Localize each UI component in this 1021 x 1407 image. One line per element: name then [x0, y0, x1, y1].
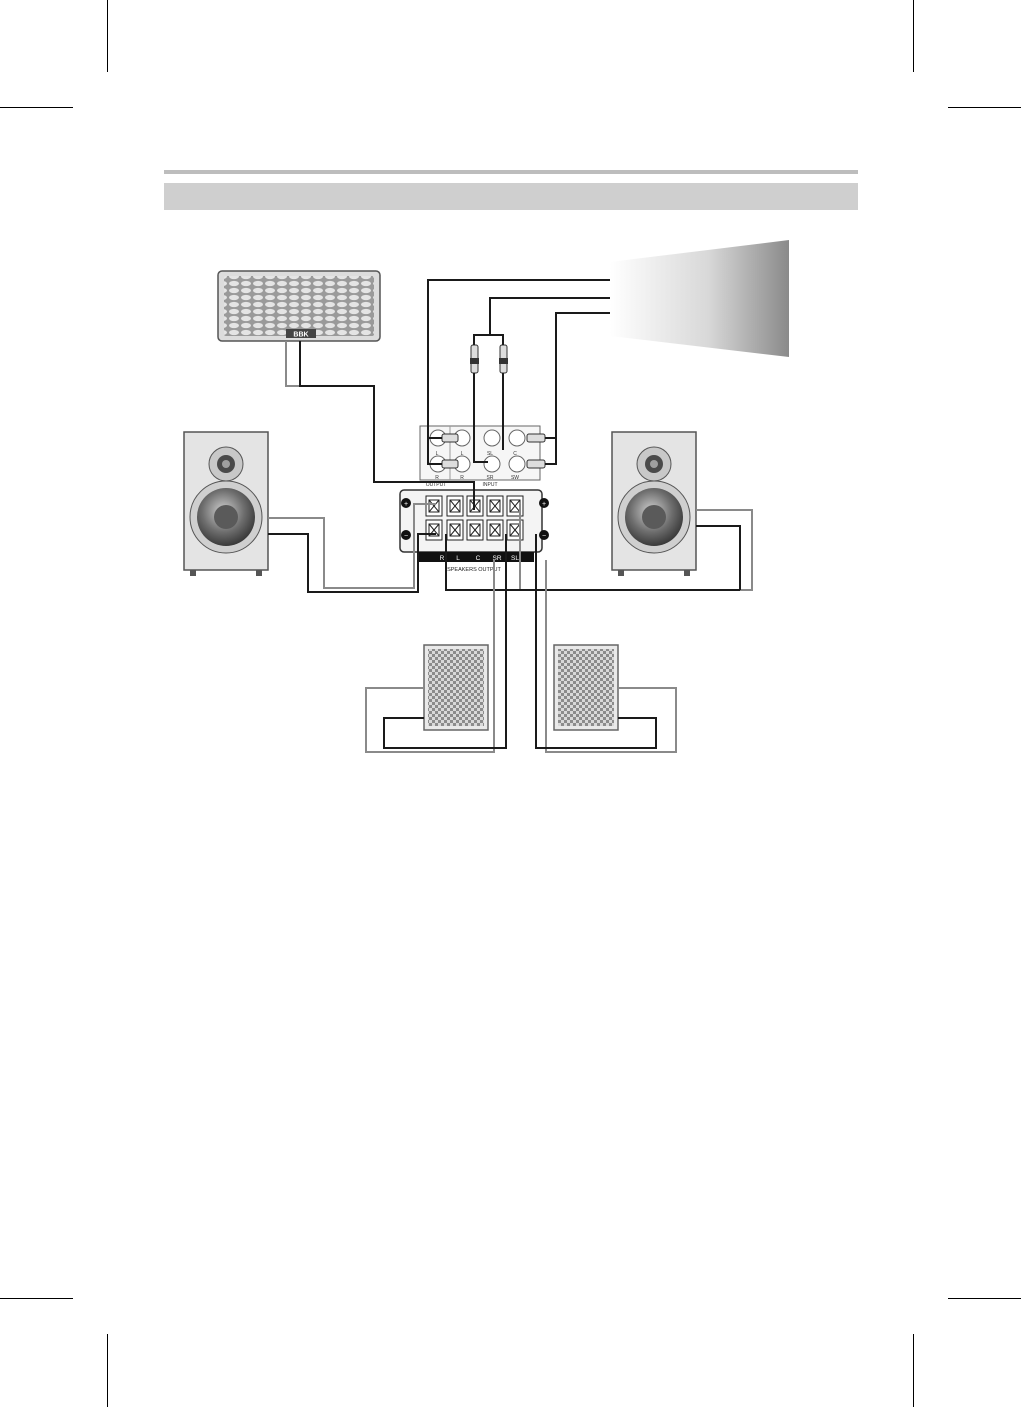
front-left-cable	[268, 503, 436, 589]
crop-mark	[948, 1298, 1021, 1299]
svg-text:−: −	[542, 533, 546, 540]
minus-icon: −	[401, 530, 411, 540]
jack-label: SR	[487, 475, 494, 481]
input-panel: L L SL C R R SR SW OUTPUT INPUT	[419, 425, 541, 488]
woofer-icon	[189, 480, 263, 554]
svg-text:−: −	[404, 533, 408, 540]
terminal-clip-icon	[446, 495, 464, 517]
rear-left-speaker	[423, 644, 489, 731]
jack-label: SW	[511, 475, 519, 481]
rca-jack-icon	[483, 455, 501, 473]
header-rule	[164, 170, 858, 174]
source-cable	[427, 438, 442, 465]
crop-mark	[107, 0, 108, 72]
section-title-bar	[164, 183, 858, 210]
front-right-cable	[696, 525, 741, 590]
front-left-speaker	[183, 431, 269, 576]
terminal-label: SL	[511, 555, 519, 562]
rca-plug-icon	[526, 433, 546, 443]
jack-label: R	[460, 475, 464, 481]
crop-mark	[913, 1334, 914, 1407]
center-speaker: BBK	[217, 270, 381, 342]
tweeter-icon	[208, 446, 244, 482]
jack-label: L	[461, 451, 464, 457]
rear-left-cable	[365, 560, 495, 753]
terminal-clip-icon	[466, 519, 484, 541]
terminal-clip-icon	[425, 495, 443, 517]
front-right-cable	[445, 534, 740, 591]
terminal-label: C	[476, 555, 481, 562]
source-cable	[545, 438, 557, 465]
speaker-cables	[268, 341, 753, 753]
terminal-clip-icon	[425, 519, 443, 541]
svg-text:+: +	[404, 501, 408, 508]
crop-mark	[948, 107, 1021, 108]
source-cable	[545, 312, 610, 439]
rear-right-speaker	[553, 644, 619, 731]
rear-left-cable	[383, 534, 507, 749]
terminal-label: R	[440, 555, 445, 562]
crop-mark	[107, 1334, 108, 1407]
rca-jack-icon	[483, 429, 501, 447]
tweeter-icon	[636, 446, 672, 482]
crop-mark	[0, 107, 73, 108]
minus-icon: −	[539, 530, 549, 540]
front-left-cable	[268, 533, 436, 593]
source-cable	[473, 297, 610, 345]
rca-jack-icon	[508, 429, 526, 447]
terminal-clip-icon	[486, 519, 504, 541]
center-speaker-cable	[299, 341, 475, 510]
rca-plug-icon	[499, 344, 508, 374]
source-cable	[490, 334, 504, 345]
terminal-label: SR	[492, 555, 501, 562]
rear-right-cable	[545, 560, 677, 753]
plus-icon: +	[401, 498, 411, 508]
speaker-terminal-block: R L C SR SL SPEAKERS OUTPUT + − + −	[399, 489, 549, 573]
plus-icon: +	[539, 498, 549, 508]
front-right-cable	[519, 504, 753, 591]
source-cable	[473, 373, 488, 463]
rca-plug-icon	[441, 433, 459, 443]
terminal-label: L	[456, 555, 460, 562]
crop-mark	[913, 0, 914, 72]
front-right-speaker	[611, 431, 697, 576]
rca-plug-icon	[526, 459, 546, 469]
center-speaker-logo: BBK	[293, 332, 308, 339]
rca-jack-icon	[508, 455, 526, 473]
rear-right-cable	[535, 534, 657, 749]
speakers-output-label: SPEAKERS OUTPUT	[447, 567, 501, 573]
jack-label: SL	[487, 451, 493, 457]
terminal-clip-icon	[486, 495, 504, 517]
rca-plug-icon	[441, 459, 459, 469]
input-header-right: INPUT	[483, 482, 498, 488]
jack-label: R	[435, 475, 439, 481]
rca-plug-icon	[470, 344, 479, 374]
crop-mark	[0, 1298, 73, 1299]
jack-label: C	[513, 451, 517, 457]
input-header-left: OUTPUT	[426, 482, 447, 488]
svg-text:+: +	[542, 501, 546, 508]
woofer-icon	[617, 480, 691, 554]
terminal-clip-icon	[446, 519, 464, 541]
jack-label: L	[436, 451, 439, 457]
source-cable	[427, 279, 610, 439]
audio-source-wedge-icon	[610, 240, 789, 357]
signal-cables	[427, 279, 610, 465]
center-speaker-cable	[285, 341, 300, 387]
